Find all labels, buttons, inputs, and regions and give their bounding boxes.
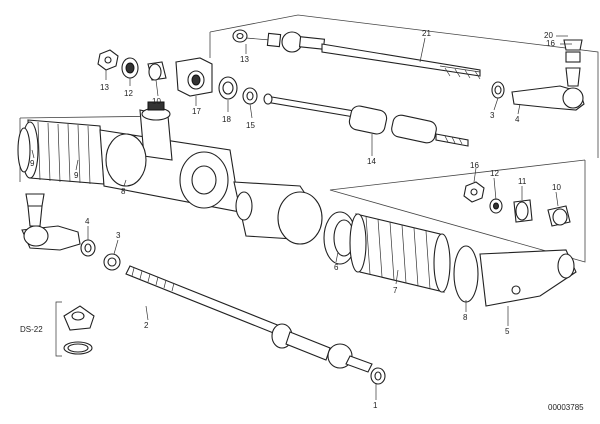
label-4-a: 4 — [515, 115, 520, 124]
tie-rod-end-upper-right — [511, 39, 585, 111]
mount-17 — [175, 57, 213, 97]
clamp-8-right — [453, 245, 479, 303]
leader-lines — [31, 35, 572, 400]
rack-housing-cover — [233, 181, 323, 245]
label-6: 6 — [334, 263, 339, 272]
nut-4-lower — [80, 239, 96, 257]
label-5: 5 — [505, 327, 510, 336]
label-7: 7 — [393, 286, 398, 295]
label-12-a: 12 — [124, 89, 133, 98]
label-15: 15 — [246, 121, 255, 130]
tie-rod-21 — [232, 29, 481, 80]
bellows-7-right — [349, 213, 451, 293]
label-16-b: 16 — [470, 161, 479, 170]
label-1: 1 — [373, 401, 378, 410]
dust-seal-kit-ds22 — [55, 301, 95, 357]
label-2: 2 — [144, 321, 149, 330]
rack-14 — [263, 93, 469, 147]
ring-15 — [242, 87, 258, 105]
washer-12-mid — [489, 198, 503, 214]
end-housing-5 — [479, 249, 577, 307]
ring-6 — [323, 211, 357, 265]
upper-frame — [209, 14, 599, 158]
nut-13-upper — [97, 49, 119, 71]
label-ds-22: DS-22 — [20, 325, 43, 334]
bush-11 — [513, 199, 533, 223]
label-20: 20 — [544, 31, 553, 40]
label-9-a: 9 — [30, 159, 35, 168]
label-10-a: 10 — [152, 97, 161, 106]
nut-3-lower — [103, 253, 121, 271]
label-17: 17 — [192, 107, 201, 116]
clamp-9 — [17, 127, 31, 173]
label-13-a: 13 — [100, 83, 109, 92]
label-10-b: 10 — [552, 183, 561, 192]
label-13-b: 13 — [240, 55, 249, 64]
callout-labels: 20 16 21 13 12 10 17 18 15 13 3 4 14 9 9… — [20, 29, 584, 412]
bellows-9-left — [21, 119, 105, 185]
label-8-a: 8 — [121, 187, 126, 196]
label-12-b: 12 — [490, 169, 499, 178]
label-14: 14 — [367, 157, 376, 166]
nut-16-mid — [463, 181, 485, 203]
label-16-top: 16 — [546, 39, 555, 48]
label-3-b: 3 — [116, 231, 121, 240]
label-11: 11 — [518, 177, 527, 186]
tie-rod-end-lower-left — [21, 193, 81, 251]
bush-10-upper — [147, 61, 167, 81]
label-8-b: 8 — [463, 313, 468, 322]
label-9-b: 9 — [74, 171, 79, 180]
diagram-id: 00003785 — [548, 403, 584, 412]
label-18-a: 18 — [222, 115, 231, 124]
label-3-a: 3 — [490, 111, 495, 120]
label-21: 21 — [422, 29, 431, 38]
steering-gear-housing — [99, 101, 241, 213]
tie-rod-2 — [125, 265, 386, 385]
bush-10-mid — [547, 205, 571, 227]
washer-12-upper — [121, 57, 139, 79]
label-4-b: 4 — [85, 217, 90, 226]
bush-18-upper — [218, 76, 238, 100]
